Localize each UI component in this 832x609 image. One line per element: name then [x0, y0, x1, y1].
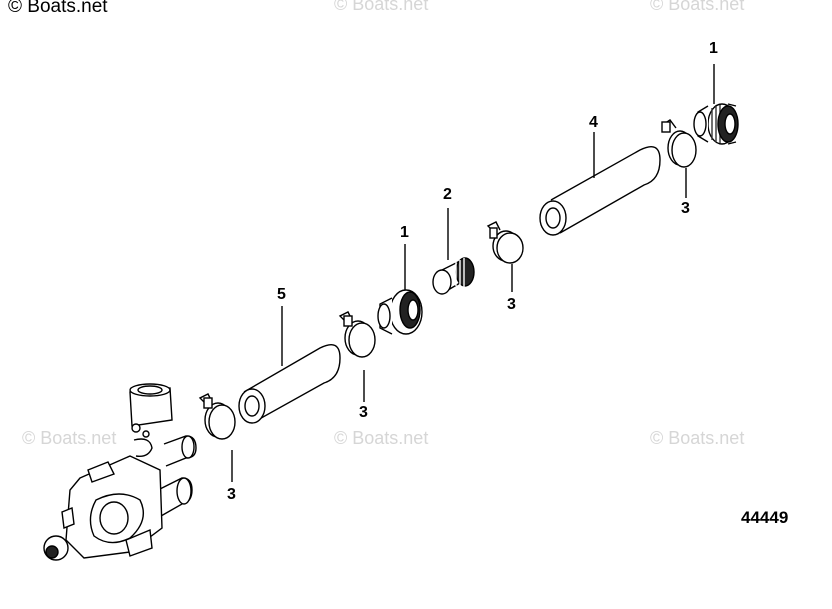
watermark: © Boats.net [334, 428, 429, 448]
callout-fitting-upper: 1 [709, 40, 718, 57]
diagram-number: 44449 [741, 508, 789, 527]
callout-clamp-center: 3 [507, 296, 516, 313]
callout-adapter: 2 [443, 186, 452, 203]
hose-lower [238, 344, 341, 424]
hose-clamp-lower-left [198, 393, 236, 440]
hose-clamp-upper-right [661, 119, 697, 168]
callout-clamp-middle: 3 [359, 404, 368, 421]
watermark: © Boats.net [650, 0, 745, 14]
watermark: © Boats.net [650, 428, 745, 448]
callout-clamp-lower-left: 3 [227, 486, 236, 503]
hose-clamp-center [486, 221, 524, 264]
water-pump-housing [43, 383, 197, 561]
hose-clamp-middle [338, 311, 376, 358]
hose-upper [539, 146, 661, 236]
hose-fitting-middle [377, 289, 423, 335]
callout-hose-upper: 4 [589, 114, 598, 131]
callout-fitting-middle: 1 [400, 224, 409, 241]
threaded-adapter [432, 257, 475, 295]
hose-fitting-upper [693, 103, 739, 145]
copyright-notice: © Boats.net [8, 0, 108, 17]
watermark: © Boats.net [22, 428, 117, 448]
watermark: © Boats.net [334, 0, 429, 14]
callout-hose-lower: 5 [277, 286, 286, 303]
callout-clamp-upper-right: 3 [681, 200, 690, 217]
